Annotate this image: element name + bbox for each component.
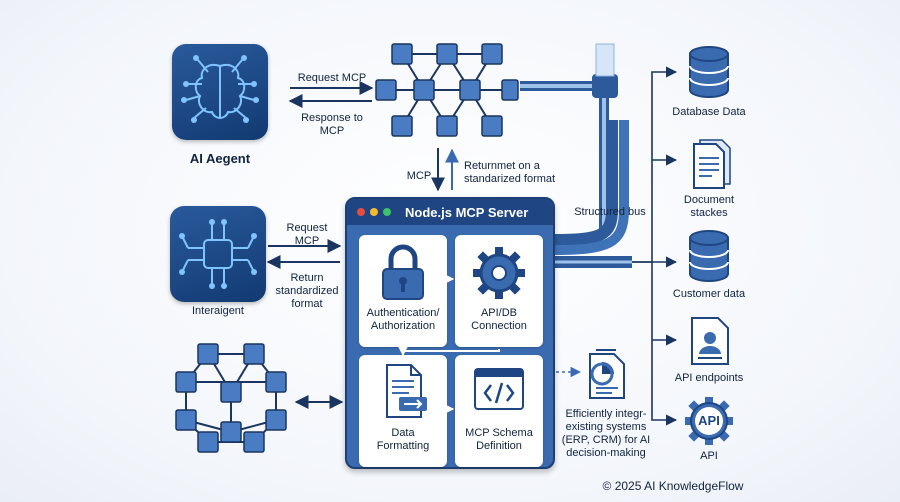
resource-label-customer: Customer data — [672, 288, 746, 300]
auth-card-label: Authentication/ Authorization — [366, 307, 440, 332]
profile-card-icon — [691, 317, 729, 365]
server-title: Node.js MCP Server — [405, 205, 529, 220]
copyright-footer: © 2025 AI KnowledgeFlow — [602, 479, 744, 493]
return-format-mid-label: Return standardized format — [275, 272, 339, 310]
server-title-bar: Node.js MCP Server — [347, 199, 553, 225]
circuit-chip-icon — [179, 219, 257, 289]
document-stack-icon — [693, 139, 731, 189]
database-icon-1 — [689, 46, 729, 98]
return-standardized-label: Returnmet on a standarized format — [464, 160, 556, 185]
api-badge-text: API — [698, 413, 720, 428]
structured-bus-bundle — [552, 120, 632, 268]
fanout-lines — [632, 66, 678, 426]
request-mcp-top-label: Request MCP — [297, 72, 367, 84]
report-caption: Efficiently integr- existing systems (ER… — [561, 408, 651, 459]
window-close-dot — [357, 208, 365, 216]
chart-report-icon — [589, 349, 625, 399]
api-db-card-label: API/DB Connection — [471, 307, 527, 332]
gear-icon — [473, 247, 525, 299]
brain-circuit-icon — [181, 55, 259, 123]
interaigent-label: Interaigent — [192, 305, 244, 317]
ai-agent-tile — [172, 44, 268, 140]
interaigent-tile — [170, 206, 266, 302]
lock-icon — [382, 244, 424, 300]
window-minimize-dot — [370, 208, 378, 216]
data-formatting-card: Data Formatting — [359, 355, 447, 467]
auth-card: Authentication/ Authorization — [359, 235, 447, 347]
database-icon-2 — [689, 230, 729, 282]
mcp-server-window: Node.js MCP Server Authentication/ Autho… — [345, 197, 555, 469]
mcp-schema-label: MCP Schema Definition — [465, 427, 533, 452]
window-maximize-dot — [383, 208, 391, 216]
bottom-network-cubes-icon — [175, 343, 287, 453]
data-formatting-label: Data Formatting — [376, 427, 430, 452]
api-db-card: API/DB Connection — [455, 235, 543, 347]
code-window-icon — [474, 368, 524, 410]
document-icon — [386, 364, 427, 418]
mcp-down-label: MCP — [406, 170, 432, 182]
mcp-schema-card: MCP Schema Definition — [455, 355, 543, 467]
resource-label-documents: Document stackes — [683, 194, 735, 219]
response-to-mcp-label: Response to MCP — [301, 112, 363, 137]
api-gear-icon: API — [684, 396, 734, 446]
resource-label-database: Database Data — [672, 106, 746, 118]
top-network-cubes-icon — [375, 43, 519, 137]
server-internal-arrows — [397, 273, 500, 415]
resource-label-api: API — [700, 450, 718, 462]
structured-bus-label: Structured bus — [574, 206, 646, 218]
ai-agent-label: AI Aegent — [189, 151, 251, 166]
resource-label-api-endpoints: API endpoints — [674, 372, 744, 384]
pipe-joint — [592, 74, 618, 98]
request-mcp-mid-label: Request MCP — [286, 222, 328, 247]
